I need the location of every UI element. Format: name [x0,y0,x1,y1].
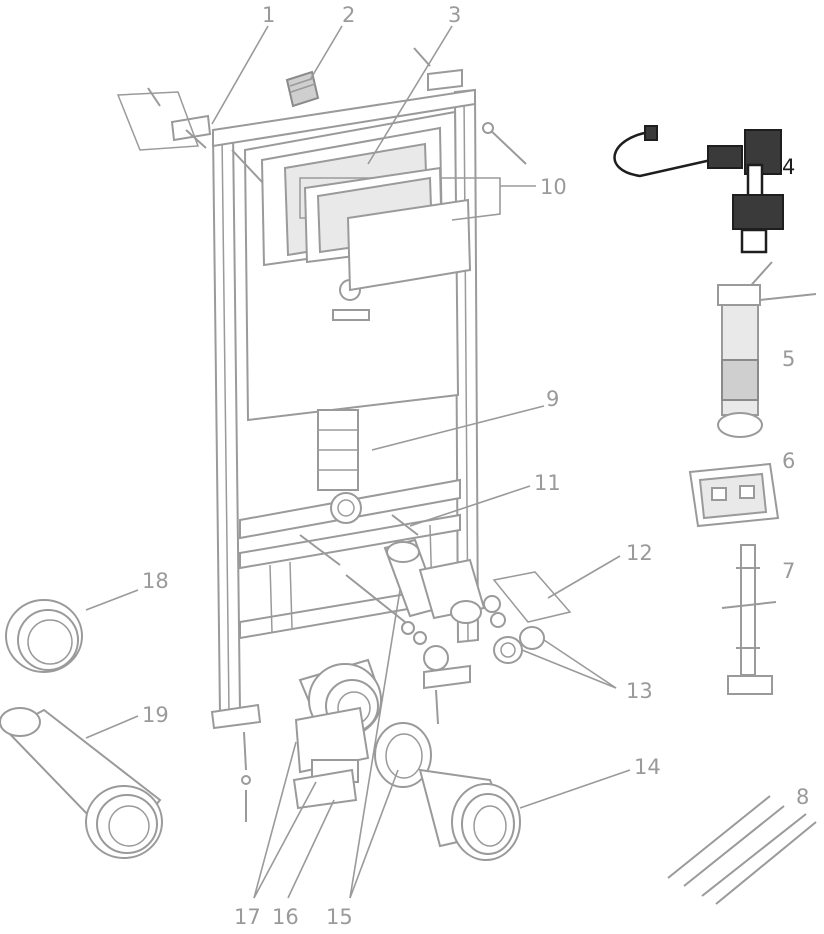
callout-18: 18 [142,569,169,593]
callout-11: 11 [534,471,561,495]
callout-12: 12 [626,541,653,565]
callout-17: 17 [234,905,261,929]
actuator-rod [721,544,777,695]
drain-valve [717,261,817,438]
outlet-pipe [374,722,521,861]
callout-1: 1 [262,3,275,27]
drain-bracket [345,538,572,671]
callout-16: 16 [272,905,299,929]
actuator-block [688,462,780,528]
leader-lines [85,25,631,899]
inspection-panels [303,166,472,292]
callout-6: 6 [782,449,795,473]
callout-2: 2 [342,3,355,27]
threaded-rods [667,795,817,905]
callout-9: 9 [546,387,559,411]
callout-5: 5 [782,347,795,371]
callout-14: 14 [634,755,661,779]
water-connector [285,70,320,108]
callout-8: 8 [796,785,809,809]
callout-19: 19 [142,703,169,727]
callout-4: 4 [782,155,795,179]
callout-15: 15 [326,905,353,929]
bottom-screws [241,689,439,822]
callout-3: 3 [448,3,461,27]
callout-labels: 1 2 3 4 5 6 7 8 9 10 11 12 13 14 15 16 1… [142,3,809,929]
callout-10: 10 [540,175,567,199]
flush-bend [292,658,384,810]
callout-13: 13 [626,679,653,703]
top-screws [116,47,527,183]
pan-connector [0,707,163,859]
fill-valve [613,125,784,254]
callout-7: 7 [782,559,795,583]
anchor-rods [299,514,419,566]
seal-ring [5,599,83,673]
